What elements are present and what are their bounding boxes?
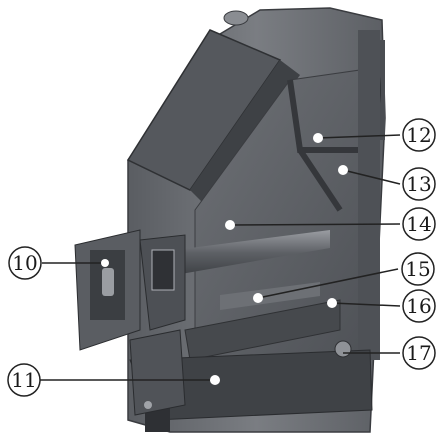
inspection-port (151, 249, 175, 291)
dot-15 (253, 293, 263, 303)
water-jacket-wall (358, 30, 380, 360)
callout-label: 14 (406, 212, 431, 236)
callout-label: 15 (405, 257, 430, 281)
drain-fitting (334, 340, 352, 358)
dot-12 (313, 133, 323, 143)
callout-label: 10 (12, 251, 37, 275)
dot-14 (225, 220, 235, 230)
callout-label: 17 (406, 341, 431, 365)
flue-cap (223, 10, 249, 26)
callout-17: 17 (402, 336, 436, 370)
callout-label: 13 (406, 172, 431, 196)
leader-13 (342, 169, 401, 185)
callout-14: 14 (402, 207, 436, 241)
callout-10: 10 (8, 246, 42, 280)
leader-12 (317, 134, 401, 139)
leader-lines (40, 134, 401, 381)
callout-label: 11 (11, 368, 36, 392)
ash-pan (184, 299, 341, 361)
callout-16: 16 (402, 289, 436, 323)
leader-16 (331, 302, 401, 307)
baffle-lower (297, 148, 343, 212)
target-dots (101, 133, 348, 385)
grate-tube (175, 230, 330, 275)
callout-label: 16 (406, 294, 431, 318)
callout-15: 15 (401, 252, 435, 286)
leader-15 (257, 268, 399, 299)
dot-16 (327, 298, 337, 308)
lower-door-knob (144, 401, 152, 409)
callout-12: 12 (402, 118, 436, 152)
callout-11: 11 (7, 363, 41, 397)
dot-13 (338, 165, 348, 175)
door-handle (102, 268, 114, 296)
dot-10 (101, 259, 109, 267)
callout-13: 13 (402, 167, 436, 201)
leader-14 (229, 223, 401, 226)
top-cover-edge (190, 60, 300, 205)
callout-label: 12 (406, 123, 431, 147)
dot-11 (210, 375, 220, 385)
lower-door (129, 329, 186, 416)
